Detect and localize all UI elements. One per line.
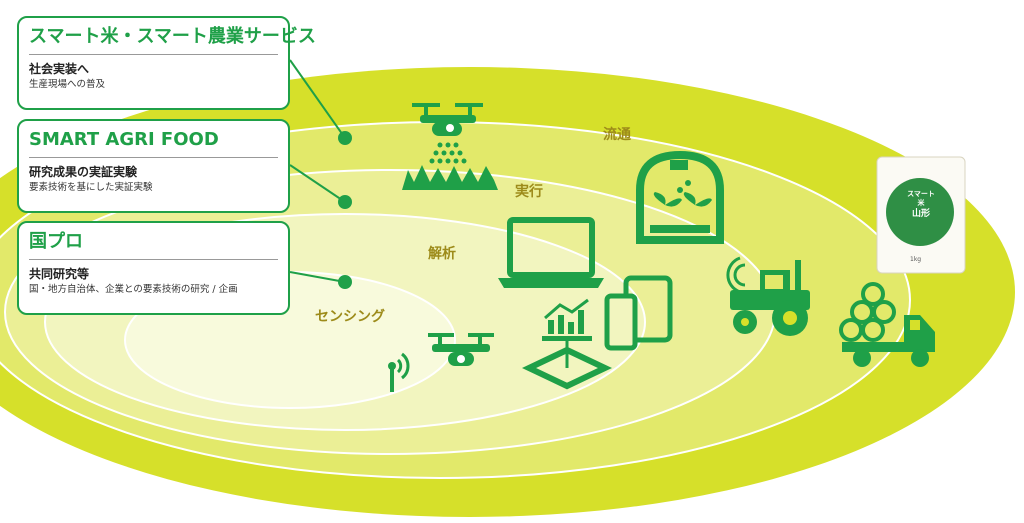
card-description: 生産現場への普及	[29, 79, 106, 90]
rice-bag-image	[876, 156, 966, 274]
card-description: 要素技術を基にした実証実験	[29, 182, 153, 193]
card-subtitle: 社会実装へ	[29, 62, 90, 76]
stage-label-execution: 実行	[515, 184, 543, 200]
card-title: スマート米・スマート農業サービス	[29, 26, 316, 47]
divider	[29, 54, 278, 55]
card-smart-agri-food: SMART AGRI FOOD 研究成果の実証実験 要素技術を基にした実証実験	[17, 119, 290, 213]
card-title: 国プロ	[29, 231, 83, 252]
card-description: 国・地方自治体、企業との要素技術の研究 / 企画	[29, 284, 238, 295]
stage-label-distribution: 流通	[603, 127, 631, 143]
card-national-project: 国プロ 共同研究等 国・地方自治体、企業との要素技術の研究 / 企画	[17, 221, 290, 315]
sensing-drone-icon	[428, 333, 494, 366]
card-subtitle: 研究成果の実証実験	[29, 165, 138, 179]
card-title: SMART AGRI FOOD	[29, 129, 219, 150]
stage-label-analysis: 解析	[428, 246, 456, 262]
greenhouse-icon	[636, 150, 724, 244]
tablet-phone-icon	[604, 275, 673, 351]
analytics-icon	[521, 298, 613, 390]
laptop-icon	[498, 217, 604, 288]
stage-label-sensing: センシング	[315, 309, 385, 325]
divider	[29, 259, 278, 260]
spray-drone-icon	[402, 103, 498, 190]
card-smart-rice: スマート米・スマート農業サービス 社会実装へ 生産現場への普及	[17, 16, 316, 110]
tractor-icon	[726, 256, 810, 336]
rice-bag-region: 山形	[911, 209, 930, 219]
card-subtitle: 共同研究等	[29, 267, 90, 281]
connector-dot	[338, 131, 352, 145]
rice-bag-weight: 1kg	[910, 256, 922, 263]
rice-bag-brand: スマート米	[907, 190, 935, 207]
connector-dot	[338, 275, 352, 289]
truck-icon	[839, 282, 935, 367]
sensor-antenna-icon	[388, 352, 410, 392]
rice-bag-label: スマート米 山形	[904, 190, 938, 220]
divider	[29, 157, 278, 158]
connector-dot	[338, 195, 352, 209]
